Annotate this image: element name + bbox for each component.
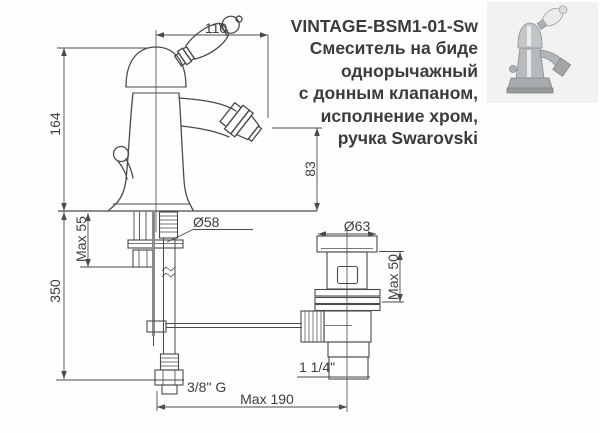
drain-ring-1 — [314, 288, 381, 297]
description-line: однорычажный — [340, 60, 478, 81]
faucet-body-left — [108, 92, 134, 211]
mounting-nut — [132, 249, 154, 268]
product-photo — [487, 2, 598, 103]
handle — [173, 15, 243, 67]
dim-text-110: 110 — [205, 20, 228, 36]
faucet-dome — [125, 46, 187, 88]
rod-clamp — [146, 320, 167, 333]
threaded-shank — [158, 211, 179, 239]
dim-text-max55: Max 55 — [73, 216, 89, 262]
underdeck-assembly — [127, 211, 302, 395]
swarovski-knob — [221, 15, 240, 34]
product-code: VINTAGE-BSM1-01-Sw — [290, 16, 478, 36]
dim-text-max190: Max 190 — [240, 391, 294, 407]
dim-text-83: 83 — [302, 161, 318, 177]
product-photo-illustration — [506, 5, 572, 94]
fitting-tail — [161, 384, 178, 395]
dim-text-1-1-4: 1 1/4" — [299, 359, 335, 375]
dim-text-164: 164 — [47, 112, 63, 136]
handle-lever — [185, 22, 229, 60]
pipe-break-symbol — [161, 266, 176, 278]
popup-knob — [112, 145, 134, 180]
mounting-washer — [127, 239, 184, 249]
supply-pipes — [133, 212, 147, 240]
supply-tube — [163, 238, 176, 354]
description-line: с донным клапаном, — [298, 83, 478, 104]
spout-top — [178, 97, 237, 112]
description-line: Смеситель на биде — [309, 38, 478, 59]
dim-text-d58: Ø58 — [193, 214, 220, 230]
product-info: VINTAGE-BSM1-01-Sw Смеситель на биде одн… — [228, 15, 478, 149]
drain-step — [327, 341, 370, 358]
fitting-nut — [154, 369, 184, 386]
drain-ring-2 — [314, 296, 381, 305]
drain-assembly — [300, 228, 381, 412]
drain-window — [336, 265, 359, 285]
description-line: ручка Swarovski — [337, 128, 478, 149]
dimension-lines — [56, 34, 404, 411]
dim-text-max50: Max 50 — [385, 254, 401, 300]
spout-bottom — [180, 125, 230, 138]
drain-tailpipe — [328, 356, 369, 380]
horizontal-rod — [166, 323, 302, 328]
dim-text-d63: Ø63 — [344, 218, 371, 234]
faucet-outline — [108, 15, 263, 233]
knurled-connector — [300, 310, 325, 343]
dim-text-3-8-g: 3/8" G — [187, 379, 226, 395]
drain-ring-3 — [314, 303, 381, 312]
drain-body — [323, 310, 372, 343]
description-line: исполнение хром, — [320, 105, 478, 126]
dim-text-350: 350 — [47, 279, 63, 303]
faucet-body-right — [178, 92, 194, 211]
aerator — [219, 101, 263, 143]
